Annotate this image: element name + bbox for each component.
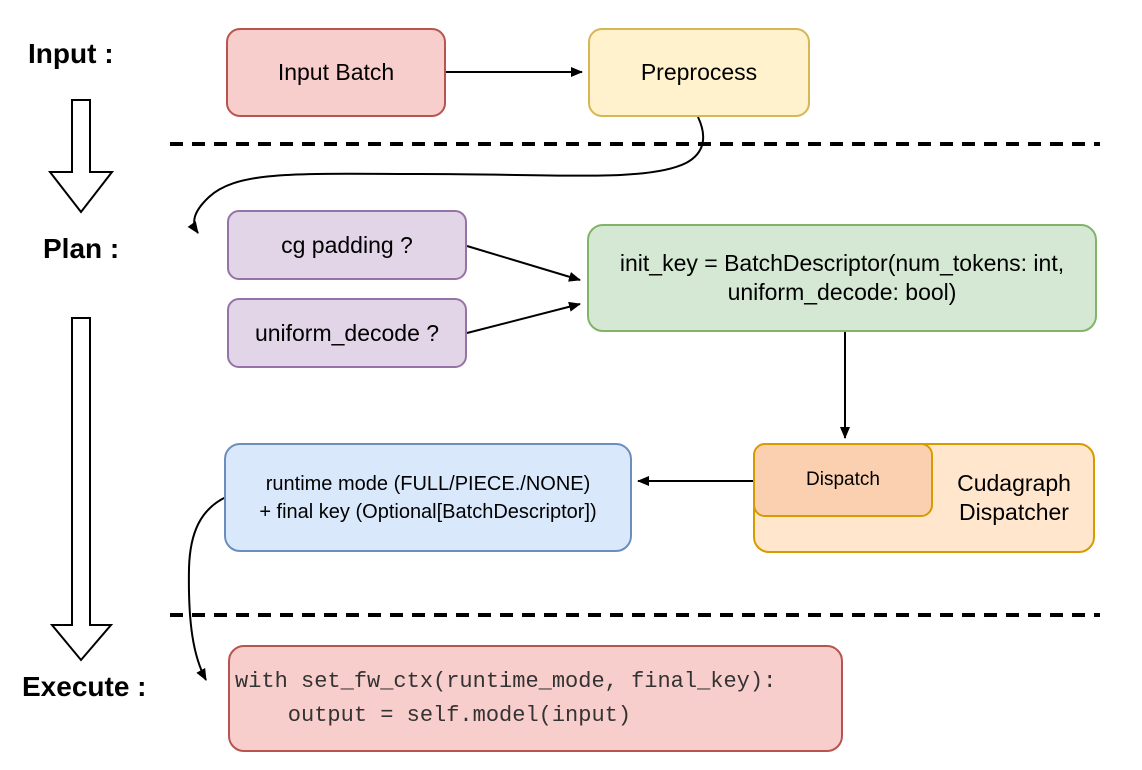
node-uniform-decode-label: uniform_decode ?: [254, 319, 440, 346]
node-preprocess: Preprocess: [588, 28, 810, 117]
node-runtime-mode-line1: runtime mode (FULL/PIECE./NONE): [265, 472, 591, 495]
node-init-key-line1: init_key = BatchDescriptor(num_tokens: i…: [619, 250, 1065, 277]
arrow-runtimemode-to-execute: [187, 496, 227, 681]
cudagraph-label-line1: Cudagraph: [957, 470, 1071, 497]
arrow-preprocess-to-cgpadding: [187, 116, 705, 234]
node-preprocess-label: Preprocess: [640, 59, 758, 86]
node-input-batch: Input Batch: [226, 28, 446, 117]
cudagraph-label-line2: Dispatcher: [959, 499, 1069, 525]
node-dispatch: Dispatch: [753, 443, 933, 517]
node-runtime-mode-line2: + final key (Optional[BatchDescriptor]): [259, 500, 597, 523]
stage-label-execute: Execute :: [22, 671, 147, 702]
stage-label-plan: Plan :: [43, 233, 120, 264]
stage-arrow-input-to-plan: [47, 99, 115, 214]
node-init-key: init_key = BatchDescriptor(num_tokens: i…: [587, 224, 1097, 332]
node-execute-code: with set_fw_ctx(runtime_mode, final_key)…: [228, 645, 843, 752]
node-input-batch-label: Input Batch: [277, 59, 395, 86]
execute-code-line2: output = self.model(input): [235, 702, 632, 728]
node-cg-padding-label: cg padding ?: [281, 231, 413, 258]
node-uniform-decode: uniform_decode ?: [227, 298, 467, 368]
arrow-cgpadding-to-initkey: [466, 245, 581, 282]
execute-code-line1: with set_fw_ctx(runtime_mode, final_key)…: [235, 668, 777, 694]
node-init-key-line2: uniform_decode: bool): [727, 279, 957, 305]
node-cg-padding: cg padding ?: [227, 210, 467, 280]
node-runtime-mode: runtime mode (FULL/PIECE./NONE) + final …: [224, 443, 632, 552]
stage-arrow-plan-to-execute: [49, 317, 114, 662]
stage-label-input: Input :: [28, 38, 114, 69]
node-dispatch-label: Dispatch: [806, 469, 880, 491]
arrow-uniformdecode-to-initkey: [466, 301, 581, 334]
node-cudagraph-dispatcher-label: Cudagraph Dispatcher: [933, 443, 1095, 553]
